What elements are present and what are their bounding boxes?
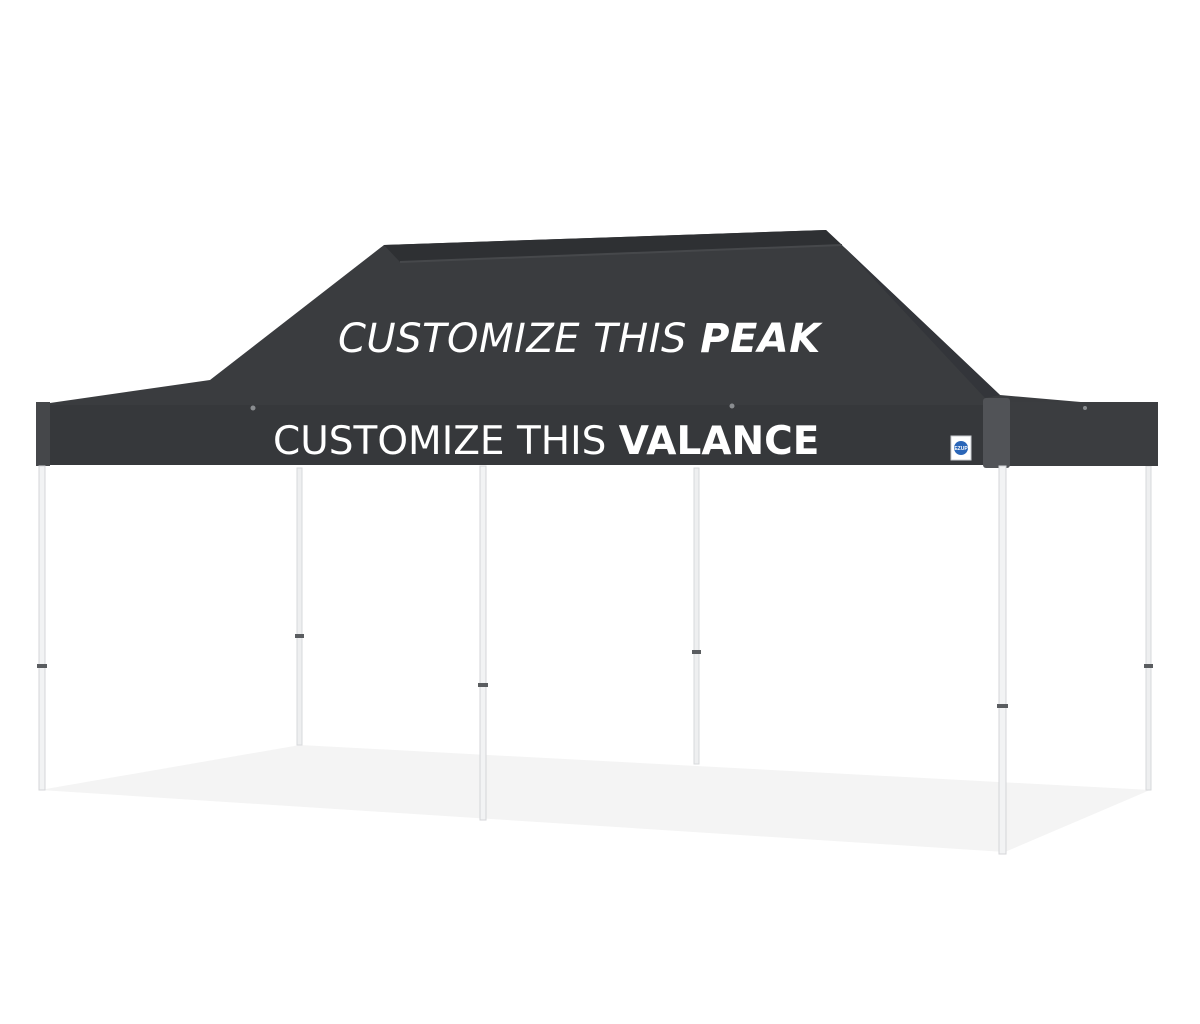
- valance-text: CUSTOMIZE THIS VALANCE: [273, 419, 819, 464]
- valance-text-prefix: CUSTOMIZE THIS: [273, 419, 619, 464]
- valance-text-emphasis: VALANCE: [619, 419, 820, 464]
- valance: [36, 398, 1158, 468]
- valance-front: [36, 405, 986, 465]
- grommet-right: [1083, 406, 1087, 410]
- joint-back-right: [1144, 664, 1153, 668]
- peak-text-prefix: CUSTOMIZE THIS: [338, 316, 700, 362]
- joint-back-mid: [692, 650, 701, 654]
- front-legs: [37, 465, 1008, 855]
- roof-right-fold: [826, 230, 1000, 398]
- joint-back-left: [295, 634, 304, 638]
- roof-seam: [399, 244, 843, 263]
- valance-left-corner: [36, 402, 50, 466]
- floor-shadow: [40, 745, 1150, 852]
- valance-corner: [983, 398, 1010, 468]
- roof-top-ridge: [384, 230, 842, 262]
- leg-front-left: [38, 465, 46, 791]
- back-legs: [295, 465, 1153, 791]
- leg-front-mid: [479, 465, 487, 821]
- roof-main: [36, 230, 1150, 420]
- valance-right-side: [1008, 402, 1158, 466]
- joint-front-mid: [478, 683, 488, 687]
- peak-text: CUSTOMIZE THIS PEAK: [338, 316, 823, 362]
- grommet-mid: [729, 403, 735, 409]
- joint-front-left: [37, 664, 47, 668]
- leg-back-left: [296, 467, 303, 746]
- brand-badge: EZUP: [950, 435, 972, 461]
- brand-badge-label: EZUP: [954, 446, 968, 452]
- leg-front-right: [998, 465, 1007, 855]
- leg-back-mid: [693, 467, 700, 765]
- grommet-left: [250, 405, 256, 411]
- peak-text-emphasis: PEAK: [700, 316, 823, 362]
- canopy-roof: [36, 230, 1150, 420]
- leg-back-right: [1145, 465, 1152, 791]
- brand-badge-logo-icon: [954, 441, 968, 455]
- joint-front-right: [997, 704, 1008, 708]
